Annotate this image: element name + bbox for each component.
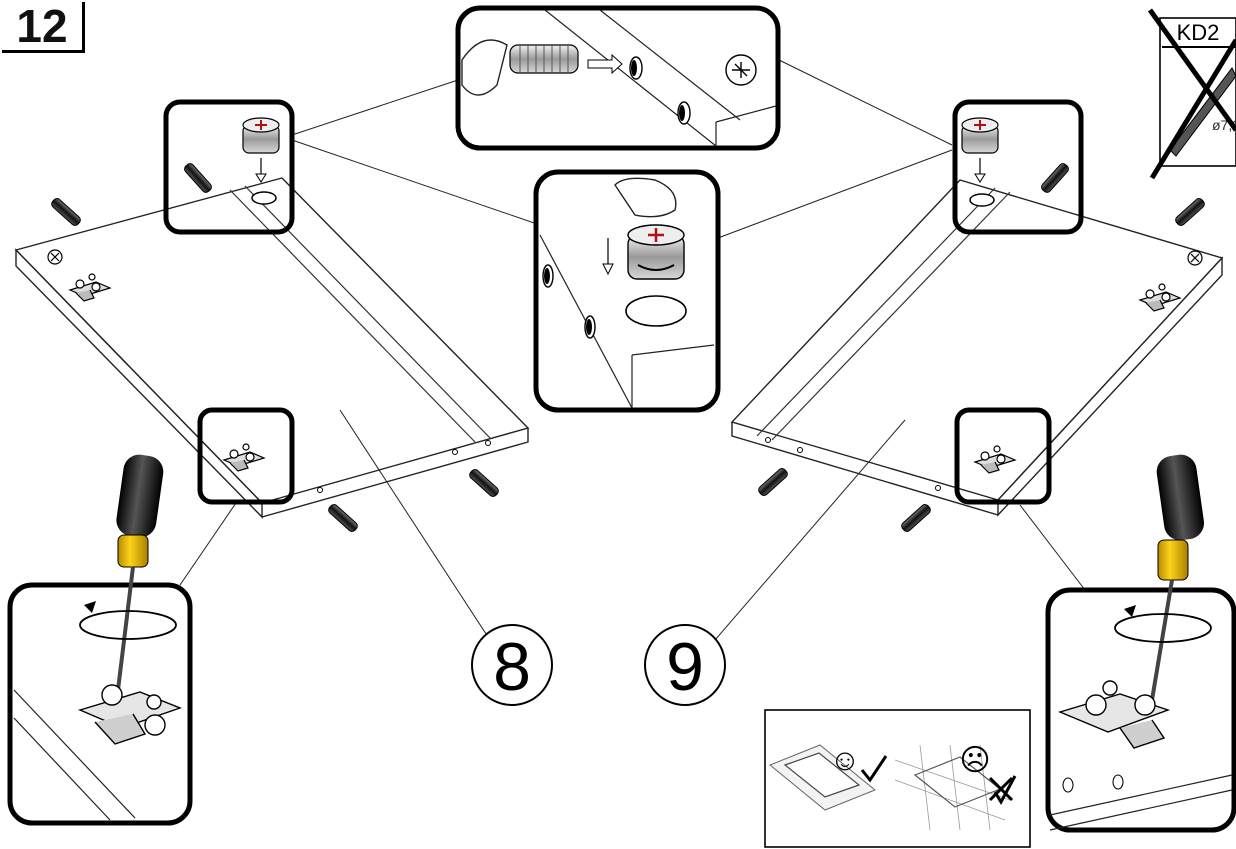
tool-code: KD2	[1177, 20, 1220, 45]
cam-lock-icon	[961, 117, 999, 207]
callout-hinge-left	[197, 407, 295, 505]
callout-cam-insert	[533, 169, 721, 413]
cam-lock-icon	[242, 117, 280, 205]
part-label-8: 8	[471, 624, 553, 706]
callout-screw-left	[7, 454, 193, 826]
part-number-9: 9	[666, 629, 704, 705]
tile-floor-icon	[894, 744, 1011, 831]
rotate-arrow-icon	[1114, 613, 1212, 643]
happy-face-icon: ☺	[830, 744, 861, 777]
tool-warning: KD2 ø7,8	[1147, 8, 1236, 180]
dowel-icon	[509, 44, 579, 74]
cross-icon	[988, 776, 1014, 802]
callout-cam-right	[952, 99, 1084, 235]
callout-cam-left	[163, 99, 295, 235]
leader-lines	[179, 57, 1086, 641]
rotate-arrow-icon	[79, 610, 177, 640]
callout-screw-right	[1045, 454, 1236, 833]
panel-part-9	[730, 161, 1224, 534]
step-number: 12	[2, 2, 85, 53]
screwdriver-icon	[116, 454, 164, 691]
check-icon	[860, 755, 888, 783]
finger-icon	[461, 39, 508, 96]
part-number-8: 8	[493, 629, 531, 705]
callout-hinge-right	[954, 407, 1052, 505]
sad-face-icon: ☹	[959, 744, 990, 777]
part-label-9: 9	[644, 624, 726, 706]
callout-dowel-insert	[455, 5, 781, 151]
finger-icon	[614, 177, 677, 218]
screwdriver-icon	[1150, 454, 1204, 701]
floor-protection-note: ☺ ☹	[764, 709, 1031, 848]
panel-part-8	[14, 161, 530, 534]
